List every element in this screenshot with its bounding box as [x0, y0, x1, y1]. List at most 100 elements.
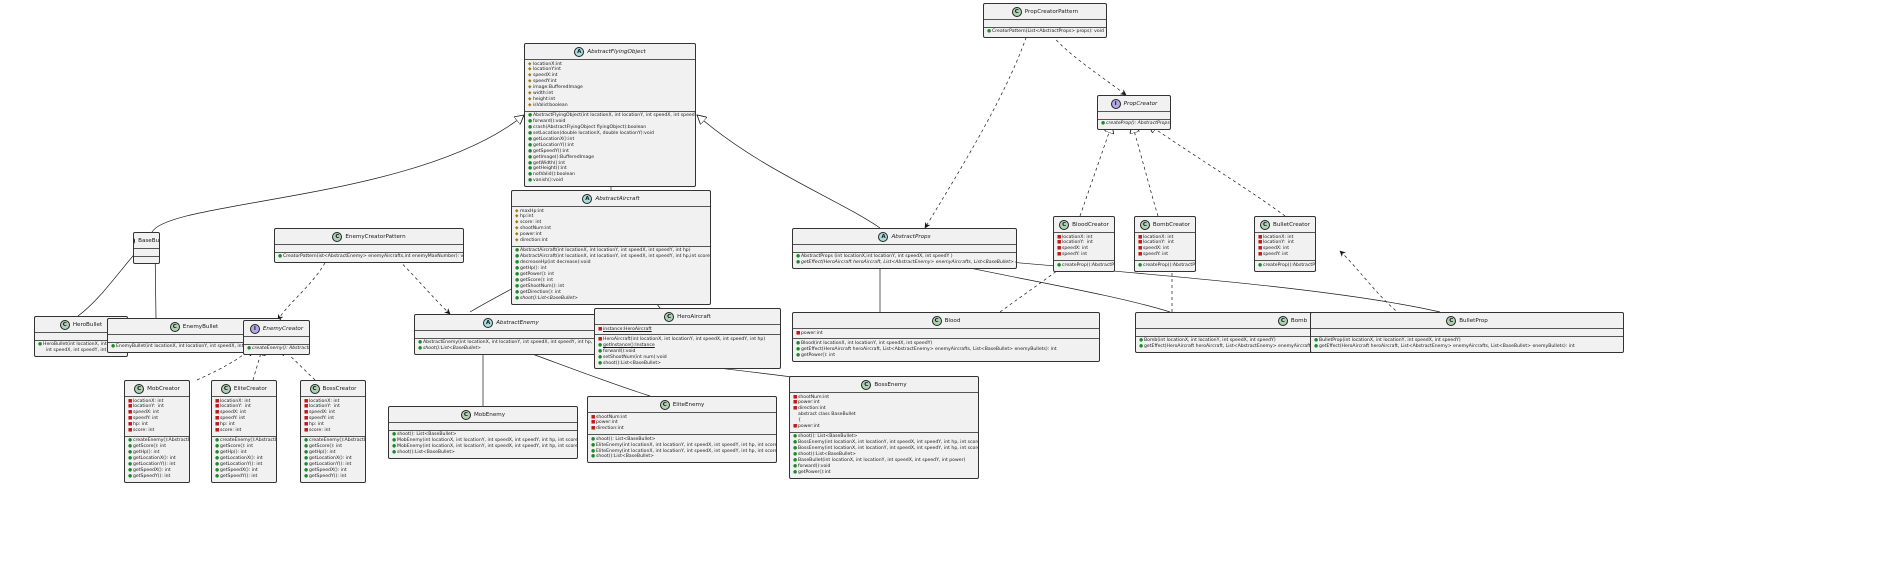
private-visibility-icon: ■	[1138, 246, 1143, 252]
member-text: BulletProp(int locationX, int locationY,…	[1319, 338, 1461, 343]
public-visibility-icon: ●	[598, 348, 603, 354]
edge-bombcreator-implements-propcreator	[1132, 124, 1159, 217]
class-name: Bomb	[1290, 317, 1308, 324]
edge-basebullet-extends-flyingobject	[151, 115, 524, 233]
member-text: getLocationX():int	[533, 136, 575, 142]
member-row: ■speedY: int	[128, 416, 186, 422]
public-visibility-icon: ●	[528, 172, 533, 178]
member-row: ◆power:int	[515, 232, 707, 238]
member-text: CreatorPattern(ist<AbstractEnemy> enemyA…	[283, 254, 464, 259]
member-row: ●crash(AbstractFlyingObject flyingObject…	[528, 125, 692, 131]
member-row: ●notValid():boolean	[528, 172, 692, 178]
member-text: getEffect(HeroAircraft heroAircraft, Lis…	[801, 346, 1057, 352]
member-row: ●decreaseHp(int decrease):void	[515, 260, 707, 266]
methods-section: ●CreatorPattern(ist<AbstractEnemy> enemy…	[275, 251, 464, 262]
interface-icon: I	[249, 324, 260, 334]
class-icon: C	[1277, 316, 1288, 326]
member-text: getSpeedX(): int	[309, 467, 347, 473]
member-row: ●getLocationY(): int	[128, 462, 186, 468]
member-text: EliteEnemy(int locationX, int locationY,…	[596, 448, 777, 454]
fields-section: ◆locationX:int◆locationY:int◆speedX:int◆…	[525, 59, 695, 111]
member-row: ●getLocationY(): int	[304, 462, 362, 468]
member-text: speedX: int	[1263, 246, 1290, 252]
member-text: speedX: int	[309, 410, 336, 416]
public-visibility-icon: ●	[528, 130, 533, 136]
member-text: image:BufferedImage	[533, 85, 583, 91]
protected-visibility-icon: ◆	[528, 96, 532, 102]
member-row: ●AbstractFlyingObject(int locationX, int…	[528, 113, 695, 119]
abstract-class-icon: A	[483, 318, 494, 328]
methods-section: ●AbstractFlyingObject(int locationX, int…	[525, 110, 695, 186]
member-text: locationX: int	[220, 398, 251, 404]
fields-section	[35, 332, 127, 340]
private-visibility-icon: ■	[1258, 252, 1263, 258]
member-text: locationY: int	[309, 404, 340, 410]
class-box-basebullet[interactable]: CBaseBullet	[133, 232, 160, 264]
member-text: getLocationY(): int	[133, 462, 176, 468]
member-text: getLocationX(): int	[309, 456, 352, 462]
member-row: ●createEnemy():AbstractEnemy	[128, 438, 189, 444]
public-visibility-icon: ●	[796, 340, 801, 346]
member-row: ●createEnemy():AbstractEnemy	[215, 438, 276, 444]
member-text: shoot():List<BaseBullet>	[423, 345, 482, 351]
class-icon: C	[309, 384, 320, 394]
member-row: ●getPower(): int	[796, 353, 1096, 359]
member-row: ●getSpeedY(): int	[128, 474, 186, 480]
class-name: HeroBullet	[72, 321, 103, 328]
member-text: speedY: int	[1143, 252, 1169, 258]
methods-section: ●Blood(int locationX, int locationY, int…	[793, 338, 1099, 360]
public-visibility-icon: ●	[215, 473, 220, 479]
member-text: locationY: int	[1143, 240, 1174, 246]
public-visibility-icon: ●	[793, 446, 798, 452]
public-visibility-icon: ●	[215, 444, 220, 450]
methods-section: ●createProp():AbstractProps	[1135, 260, 1195, 270]
member-text: direction:int	[798, 406, 826, 412]
member-row: ●getSpeedX(): int	[304, 468, 362, 474]
member-row: ■locationY: int	[215, 404, 273, 410]
member-text: getInstance():Instance	[603, 342, 655, 348]
member-row: ■speedY: int	[1138, 252, 1192, 258]
fields-section	[244, 336, 309, 344]
member-text: getImage():BufferedImage	[533, 154, 595, 160]
member-text: shoot():List<BaseBullet>	[603, 360, 662, 366]
member-row: ●BossEnemy(int locationX, int locationY,…	[793, 440, 978, 446]
class-name: BaseBullet	[138, 237, 160, 244]
public-visibility-icon: ●	[528, 148, 533, 154]
member-text: forward():void	[798, 463, 831, 469]
private-visibility-icon: ■	[128, 416, 133, 422]
class-name: AbstractAircraft	[595, 195, 640, 202]
class-name: EliteCreator	[233, 385, 268, 392]
member-row: ●setLocation(double locationX, double lo…	[528, 131, 692, 137]
public-visibility-icon: ●	[528, 142, 533, 148]
member-text: shoot():List<BaseBullet>	[397, 449, 456, 455]
private-visibility-icon: ■	[128, 410, 133, 416]
member-row: ■speedY: int	[215, 416, 273, 422]
member-row: ■speedX: int	[128, 410, 186, 416]
private-visibility-icon: ■	[1057, 234, 1062, 240]
fields-section: ■locationX: int■locationY: int■speedX: i…	[1255, 232, 1315, 260]
member-row: ●vanish():void	[528, 178, 692, 184]
